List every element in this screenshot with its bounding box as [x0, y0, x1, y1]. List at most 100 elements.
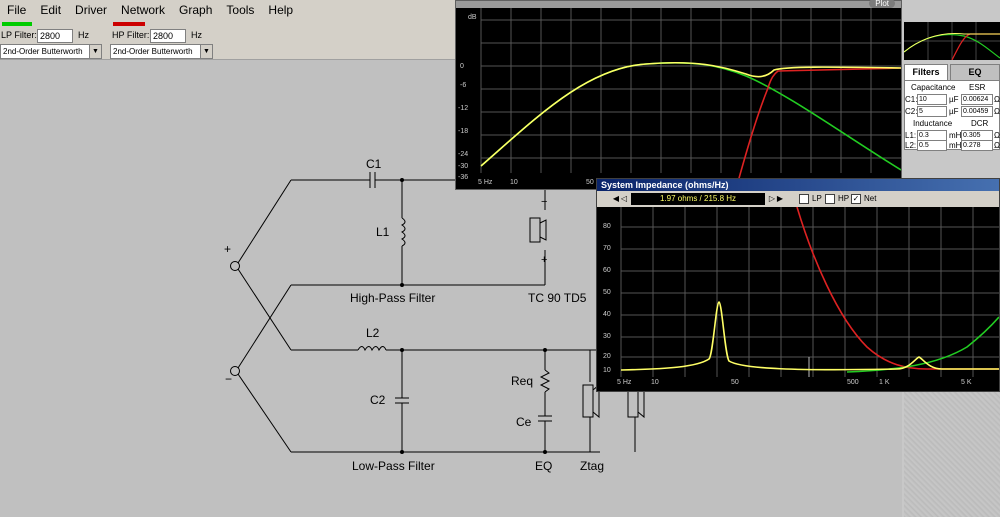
label-l2: L2 — [366, 326, 380, 340]
response-y-tick: -24 — [458, 151, 469, 158]
l1-unit: mH — [949, 131, 962, 140]
lp-frequency-input[interactable]: 2800 — [37, 29, 73, 43]
c1-value-input[interactable]: 10 — [917, 94, 947, 105]
frequency-response-window: Plot — [455, 0, 902, 190]
impedance-graph-svg — [620, 206, 1000, 377]
plot-button[interactable]: Plot — [869, 0, 895, 8]
imp-x-tick: 5 Hz — [617, 379, 632, 386]
capacitance-header: Capacitance — [911, 83, 956, 92]
esr-header: ESR — [969, 83, 986, 92]
l2-label: L2: — [905, 141, 917, 150]
response-x-tick: 5 Hz — [478, 179, 493, 186]
arrow-right-icon[interactable]: ▶ — [776, 194, 784, 203]
lp-filter-type-select[interactable]: 2nd-Order Butterworth ▼ — [0, 44, 102, 59]
tab-eq[interactable]: EQ — [950, 64, 1000, 80]
response-unit-label: dB — [468, 14, 477, 21]
l2-dcr-unit: Ω — [994, 141, 1000, 150]
panel-background-texture — [904, 380, 1000, 517]
response-y-tick: -30 — [458, 163, 469, 170]
l2-dcr-input[interactable]: 0.278 — [961, 140, 993, 151]
chevron-down-icon[interactable]: ▼ — [89, 45, 101, 58]
menu-tools[interactable]: Tools — [226, 3, 255, 17]
imp-y-tick: 70 — [603, 245, 611, 252]
c2-unit: µF — [949, 107, 959, 116]
mini-response-preview[interactable] — [903, 22, 1000, 61]
imp-y-tick: 30 — [603, 333, 611, 340]
minus-terminal — [230, 366, 240, 376]
response-y-tick: -36 — [458, 174, 469, 181]
lp-filter-label: LP Filter: — [1, 30, 37, 40]
label-l1: L1 — [376, 225, 390, 239]
menu-help[interactable]: Help — [268, 3, 294, 17]
hp-checkbox[interactable] — [825, 194, 835, 204]
label-c1: C1 — [366, 157, 382, 171]
lp-unit-label: Hz — [78, 30, 89, 40]
c2-esr-unit: Ω — [994, 107, 1000, 116]
net-checkbox-label: Net — [864, 194, 877, 203]
impedance-window-title: System Impedance (ohms/Hz) — [601, 180, 729, 190]
l1-label: L1: — [905, 131, 917, 140]
label-plus: + — [224, 242, 232, 256]
frequency-response-graph[interactable]: dB 0 -6 -12 -18 -24 -30 -36 5 Hz 10 50 — [456, 8, 902, 190]
lp-checkbox[interactable] — [799, 194, 809, 204]
c1-label: C1: — [905, 95, 918, 104]
imp-y-tick: 10 — [603, 367, 611, 374]
menu-file[interactable]: File — [7, 3, 27, 17]
impedance-title-bar[interactable]: System Impedance (ohms/Hz) — [597, 179, 999, 191]
properties-tabs: Filters EQ — [904, 64, 1000, 80]
lp-checkbox-label: LP — [812, 194, 822, 203]
response-graph-svg — [480, 8, 902, 190]
arrow-left-icon[interactable]: ◁ — [620, 194, 628, 203]
label-minus: − — [225, 372, 233, 386]
tab-filters[interactable]: Filters — [904, 64, 948, 80]
eq-label: EQ — [535, 459, 553, 473]
low-pass-filter-label: Low-Pass Filter — [352, 459, 435, 473]
imp-y-tick: 20 — [603, 353, 611, 360]
imp-x-tick: 5 K — [961, 379, 972, 386]
hp-frequency-input[interactable]: 2800 — [150, 29, 186, 43]
response-y-tick: -6 — [460, 82, 467, 89]
tweeter-minus: − — [541, 196, 548, 208]
lp-color-indicator — [2, 22, 32, 26]
menu-network[interactable]: Network — [121, 3, 166, 17]
c2-label: C2: — [905, 107, 918, 116]
imp-y-tick: 40 — [603, 311, 611, 318]
c2-esr-input[interactable]: 0.00459 — [961, 106, 993, 117]
response-y-tick: 0 — [460, 63, 464, 70]
response-y-tick: -12 — [458, 105, 469, 112]
arrow-left-icon[interactable]: ◀ — [612, 194, 620, 203]
tweeter-name-label: TC 90 TD5 — [528, 291, 587, 305]
menu-graph[interactable]: Graph — [179, 3, 213, 17]
menu-driver[interactable]: Driver — [75, 3, 108, 17]
filters-tab-content: Capacitance ESR C1: 10 µF 0.00624 Ω C2: … — [904, 80, 1000, 151]
impedance-graph[interactable]: 80 70 60 50 40 30 20 10 5 Hz 10 50 500 1… — [597, 206, 1000, 391]
imp-y-tick: 60 — [603, 267, 611, 274]
high-pass-filter-label: High-Pass Filter — [350, 291, 436, 305]
l2-unit: mH — [949, 141, 962, 150]
l1-dcr-unit: Ω — [994, 131, 1000, 140]
response-x-tick: 50 — [586, 179, 594, 186]
net-checkbox[interactable]: ✓ — [851, 194, 861, 204]
menu-edit[interactable]: Edit — [40, 3, 62, 17]
schematic-drawing — [230, 172, 645, 454]
hp-color-indicator — [113, 22, 145, 26]
c2-value-input[interactable]: 5 — [917, 106, 947, 117]
c1-esr-input[interactable]: 0.00624 — [961, 94, 993, 105]
system-impedance-window: System Impedance (ohms/Hz) ◀ ◁ 1.97 ohms… — [596, 178, 1000, 392]
arrow-right-icon[interactable]: ▷ — [768, 194, 776, 203]
ztag-label: Ztag — [580, 459, 605, 473]
label-req: Req — [511, 374, 534, 388]
imp-x-tick: 1 K — [879, 379, 890, 386]
cursor-readout: 1.97 ohms / 215.8 Hz — [631, 193, 765, 205]
imp-y-tick: 80 — [603, 223, 611, 230]
response-y-tick: -18 — [458, 128, 469, 135]
response-window-header — [456, 1, 901, 8]
mini-graph-svg — [903, 22, 1000, 61]
imp-x-tick: 10 — [651, 379, 659, 386]
l2-value-input[interactable]: 0.5 — [917, 140, 947, 151]
impedance-toolbar: ◀ ◁ 1.97 ohms / 215.8 Hz ▷ ▶ LP HP ✓ Net — [597, 191, 999, 207]
chevron-down-icon[interactable]: ▼ — [200, 45, 212, 58]
hp-filter-type-select[interactable]: 2nd-Order Butterworth ▼ — [110, 44, 213, 59]
tweeter-plus: + — [541, 254, 548, 266]
